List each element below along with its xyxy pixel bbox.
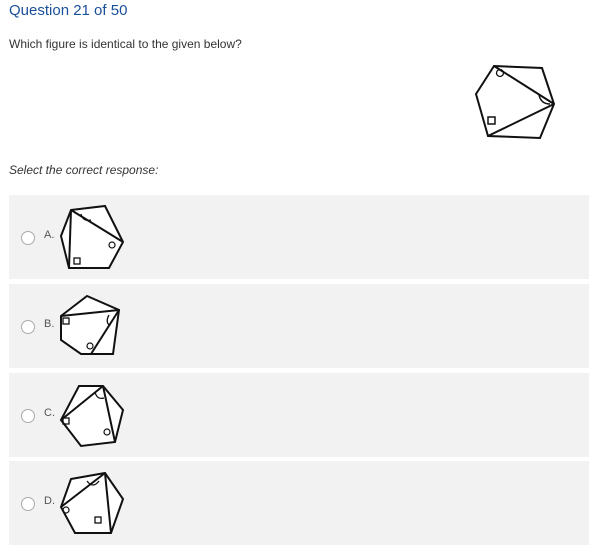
option-a[interactable]: A.	[9, 195, 589, 279]
given-figure	[474, 64, 556, 140]
option-c-radio[interactable]	[21, 409, 35, 423]
question-text: Which figure is identical to the given b…	[9, 37, 242, 51]
option-d-figure	[59, 471, 125, 534]
option-a-figure	[59, 204, 125, 269]
option-a-label: A.	[44, 229, 55, 241]
option-b-figure	[60, 294, 121, 355]
option-d-label: D.	[44, 495, 55, 507]
option-a-radio[interactable]	[21, 231, 35, 245]
option-b[interactable]: B.	[9, 284, 589, 368]
question-header: Question 21 of 50	[9, 2, 128, 19]
option-b-radio[interactable]	[21, 320, 35, 334]
option-c-figure	[59, 385, 125, 448]
response-prompt: Select the correct response:	[9, 163, 159, 177]
option-b-label: B.	[44, 318, 55, 330]
option-d[interactable]: D.	[9, 461, 589, 545]
option-d-radio[interactable]	[21, 497, 35, 511]
option-c-label: C.	[44, 407, 55, 419]
option-c[interactable]: C.	[9, 373, 589, 457]
